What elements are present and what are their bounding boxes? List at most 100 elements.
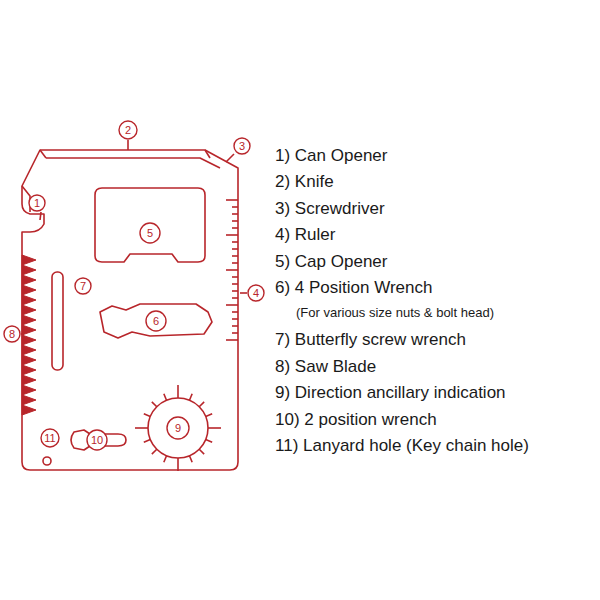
part-name: 3) Screwdriver	[275, 199, 385, 219]
part-name: 5) Cap Opener	[275, 252, 387, 272]
callout-circle: 7	[74, 277, 92, 295]
knife-bevel	[40, 150, 46, 158]
dial-spike	[144, 414, 150, 417]
ruler-tick	[232, 290, 238, 292]
callout-ring	[167, 417, 189, 439]
part-name: 4) Ruler	[275, 225, 335, 245]
part-name: 6) 4 Position Wrench	[275, 278, 432, 298]
cap-opener	[95, 188, 205, 262]
ruler-tick	[226, 269, 238, 271]
callout-ring	[119, 121, 137, 139]
note-text: (For various size nuts & bolt head)	[296, 306, 494, 321]
can-opener-hook	[22, 186, 30, 212]
dial-spike	[144, 439, 150, 442]
ruler-tick	[232, 227, 238, 229]
ruler-tick	[232, 325, 238, 327]
callout-number: 1	[34, 198, 40, 209]
butterfly-slot	[52, 272, 63, 370]
dial-spike	[189, 394, 192, 400]
ruler-tick	[232, 255, 238, 257]
ruler-tick	[232, 220, 238, 222]
dial-spike	[164, 456, 167, 462]
dial-spike	[189, 456, 192, 462]
dial-spike	[206, 414, 212, 417]
dial-spike	[152, 449, 157, 454]
ruler-tick	[232, 276, 238, 278]
callout-number: 8	[9, 329, 15, 340]
callout-circle: 3	[233, 137, 251, 155]
knife-edge	[46, 158, 220, 168]
callout-circle: 5	[139, 222, 161, 244]
callout-ring	[41, 429, 59, 447]
callout-number: 11	[44, 433, 55, 444]
callout-ring	[75, 278, 91, 294]
ruler-tick	[226, 304, 238, 306]
callout-number: 2	[125, 125, 131, 136]
ruler-tick	[232, 297, 238, 299]
callout-ring	[146, 311, 166, 331]
dial-spike	[206, 439, 212, 442]
ruler-tick	[232, 311, 238, 313]
ruler-tick	[232, 241, 238, 243]
leader-line	[240, 292, 247, 294]
part-name: 9) Direction ancillary indication	[275, 383, 506, 403]
callout-circle: 10	[86, 429, 108, 451]
part-name: 1) Can Opener	[275, 146, 387, 166]
ruler-tick	[232, 262, 238, 264]
dial-spikes	[135, 385, 221, 471]
callout-circle: 8	[3, 325, 21, 343]
callout-ring	[4, 326, 20, 342]
part-name: 8) Saw Blade	[275, 357, 376, 377]
ruler-ticks	[226, 200, 238, 340]
leader-line	[40, 212, 41, 220]
dial-spike	[208, 427, 221, 429]
ruler-tick	[232, 332, 238, 334]
callout-number: 9	[175, 423, 181, 434]
callout-number: 3	[239, 141, 245, 152]
dial-spike	[199, 402, 204, 407]
part-name: 7) Butterfly screw wrench	[275, 330, 466, 350]
callout-number: 5	[147, 228, 153, 239]
callout-number: 10	[91, 435, 103, 446]
callout-circle: 11	[40, 428, 60, 448]
callout-circle: 2	[118, 120, 138, 140]
ruler-tick	[232, 206, 238, 208]
callout-ring	[248, 285, 264, 301]
callout-ring	[234, 138, 250, 154]
leader-line	[226, 154, 234, 162]
screwdriver-bevel	[205, 150, 210, 158]
ruler-tick	[226, 234, 238, 236]
saw-blade	[22, 255, 36, 415]
direction-dial	[148, 398, 208, 458]
callout-circle: 4	[247, 284, 265, 302]
callout-number: 4	[253, 288, 259, 299]
callout-number: 7	[80, 281, 86, 292]
part-name: 11) Lanyard hole (Key chain hole)	[275, 436, 529, 456]
callout-ring	[140, 223, 160, 243]
dial-spike	[164, 394, 167, 400]
ruler-tick	[226, 339, 238, 341]
callout-circle: 9	[166, 416, 190, 440]
two-position-wrench	[71, 430, 126, 450]
part-name: 10) 2 position wrench	[275, 410, 437, 430]
ruler-tick	[232, 318, 238, 320]
dial-spike	[177, 385, 179, 398]
callout-ring	[29, 195, 45, 211]
ruler-tick	[226, 199, 238, 201]
dial-spike	[152, 402, 157, 407]
ruler-tick	[232, 283, 238, 285]
dial-spike	[199, 449, 204, 454]
dial-spike	[177, 458, 179, 471]
callout-number: 6	[153, 316, 159, 327]
ruler-tick	[232, 213, 238, 215]
ruler-tick	[232, 248, 238, 250]
part-name: 2) Knife	[275, 172, 334, 192]
lanyard-hole	[43, 457, 51, 465]
leader-line	[127, 140, 129, 150]
callout-circle: 1	[28, 194, 46, 212]
callout-ring	[87, 430, 107, 450]
four-position-wrench	[100, 304, 212, 338]
callout-circle: 6	[145, 310, 167, 332]
